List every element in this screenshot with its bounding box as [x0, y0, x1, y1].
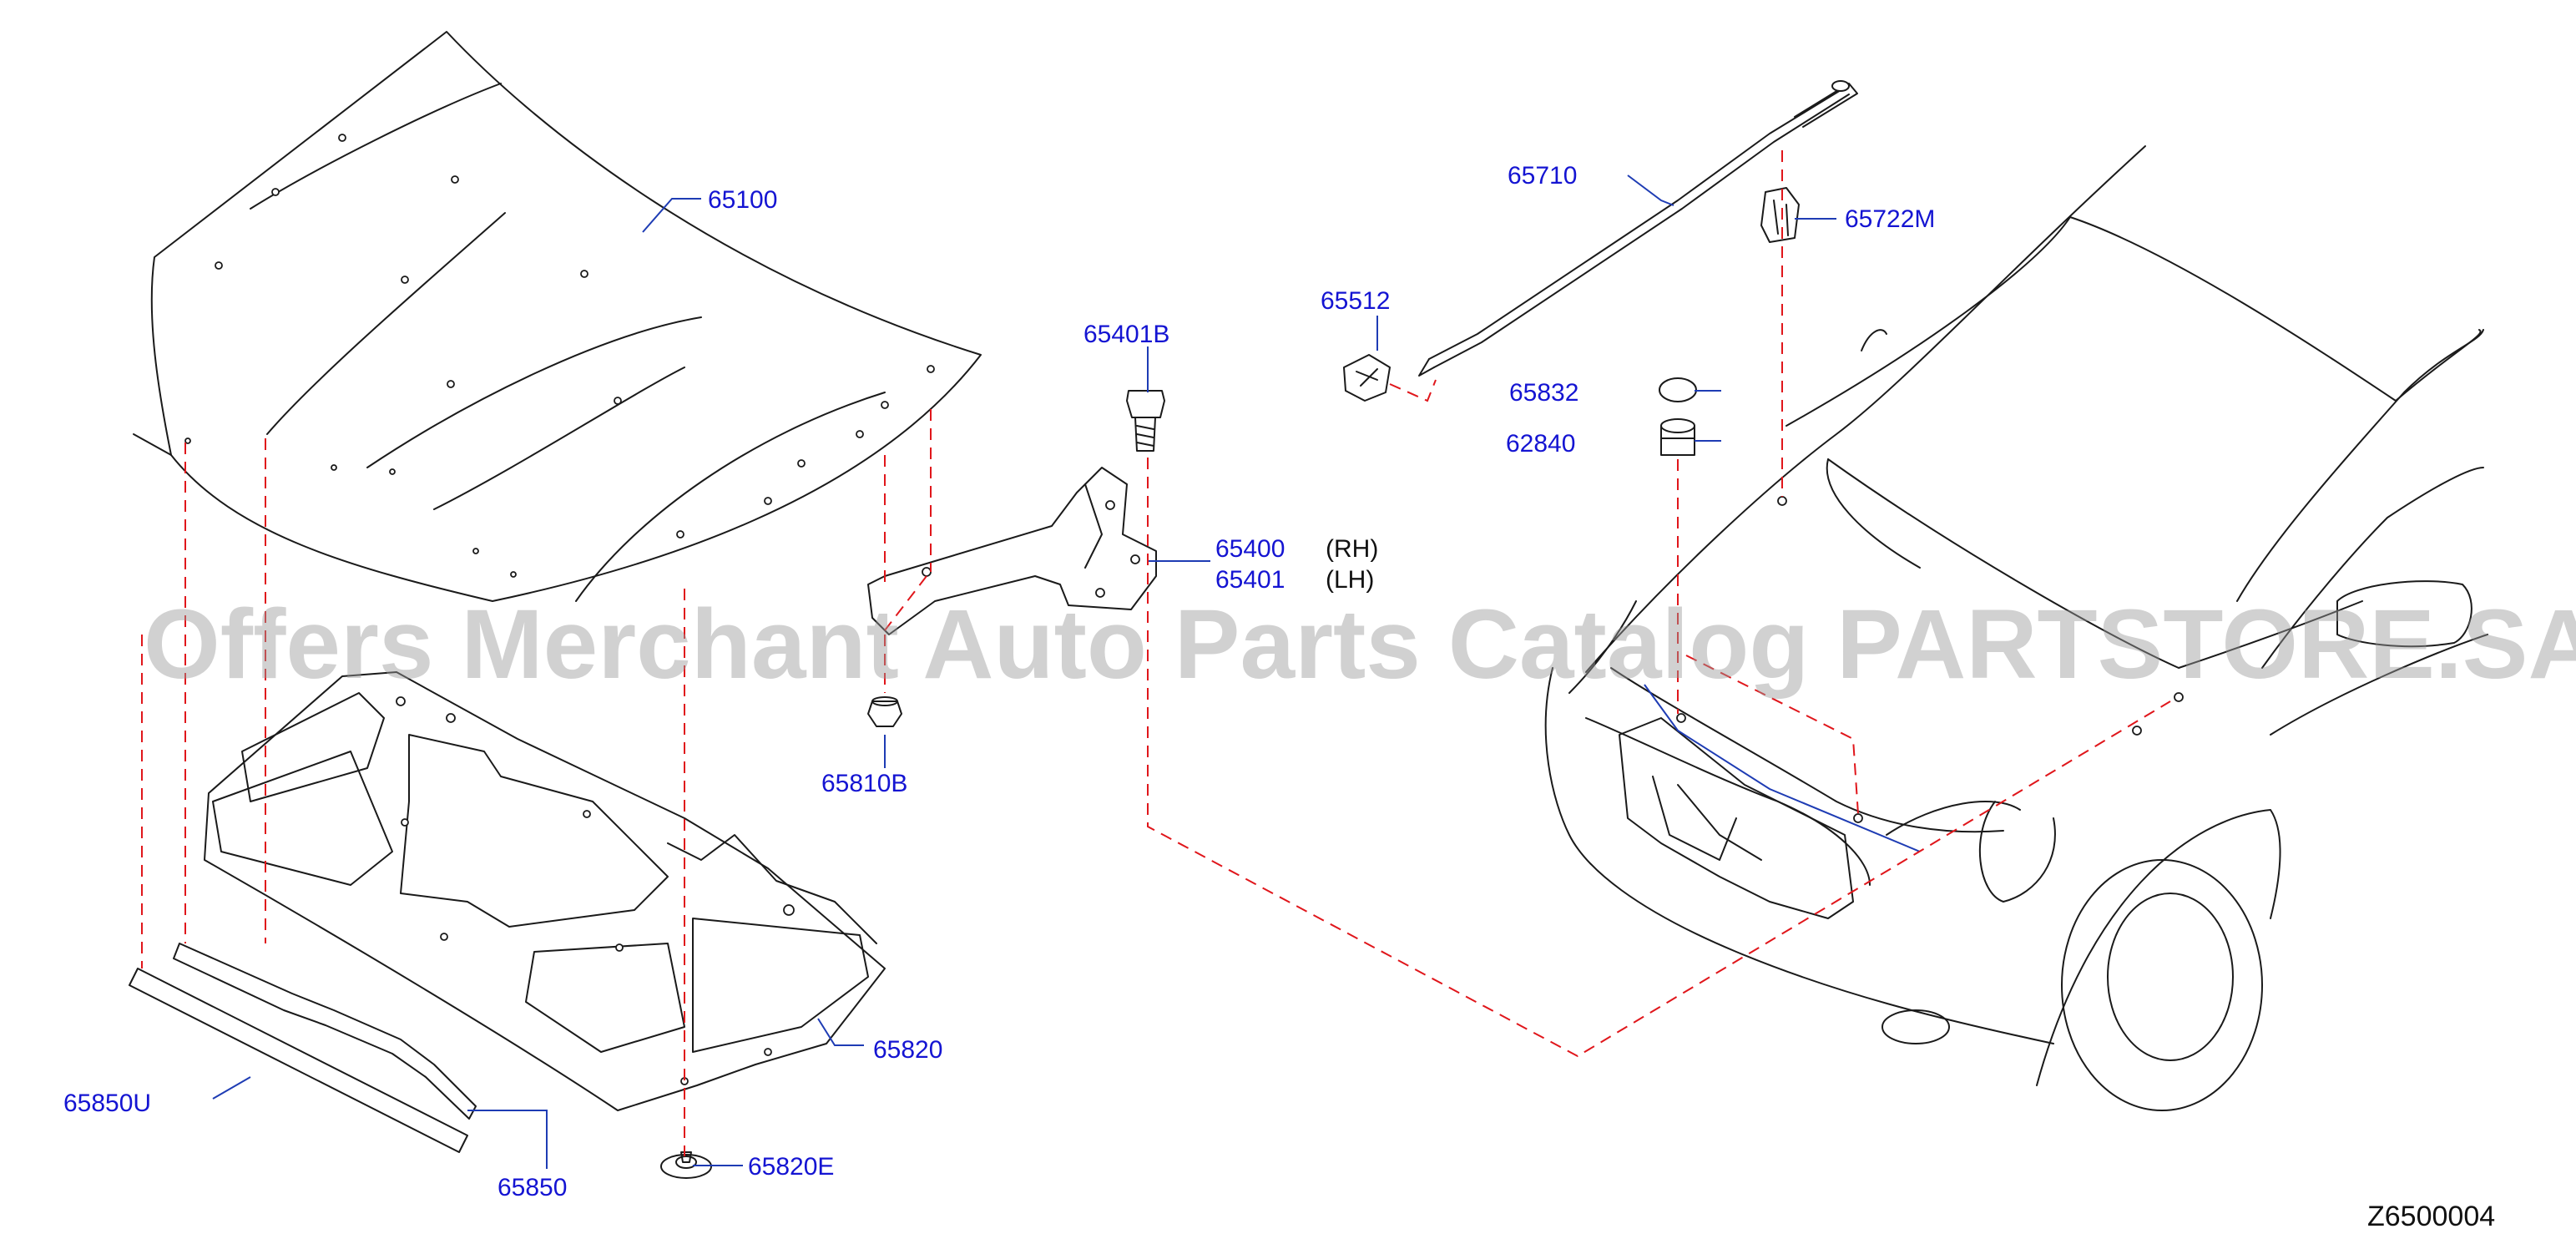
label-seal-clip[interactable]: 65850U [63, 1090, 151, 1117]
label-bumper-rubber[interactable]: 62840 [1506, 430, 1575, 458]
hinge-bolt[interactable] [1126, 390, 1165, 452]
assembly-dashed-lines [141, 150, 2171, 1156]
label-hinge-lh[interactable]: 65401 [1215, 566, 1285, 594]
label-side-rh: (RH) [1326, 535, 1378, 563]
label-support-rod[interactable]: 65710 [1508, 162, 1577, 190]
label-hinge-rh[interactable]: 65400 [1215, 535, 1285, 563]
label-side-lh: (LH) [1326, 566, 1374, 594]
hood-insulator[interactable] [204, 671, 886, 1111]
label-hinge-bolt[interactable]: 65401B [1083, 321, 1169, 348]
watermark: Offers Merchant Auto Parts Catalog PARTS… [144, 589, 2576, 700]
label-insulator-clip[interactable]: 65820E [748, 1153, 834, 1181]
leader-lines [212, 174, 1921, 1169]
hood-panel[interactable] [133, 31, 982, 602]
label-hinge-nut[interactable]: 65810B [821, 770, 907, 797]
label-rod-grommet[interactable]: 65512 [1321, 287, 1390, 315]
label-seal[interactable]: 65850 [498, 1174, 567, 1201]
label-insulator[interactable]: 65820 [873, 1036, 942, 1064]
hood-support-rod[interactable] [1418, 80, 1858, 377]
hood-bumper-rubber[interactable] [1660, 418, 1695, 456]
hood-hinge[interactable] [867, 467, 1157, 635]
insulator-clip[interactable] [660, 1151, 712, 1179]
label-hood[interactable]: 65100 [708, 186, 777, 214]
hood-seal-rubber[interactable] [129, 943, 477, 1153]
diagram-code: Z6500004 [2367, 1201, 2495, 1232]
label-rod-holder[interactable]: 65722M [1845, 205, 1935, 233]
rod-grommet[interactable] [1343, 354, 1391, 402]
label-plug[interactable]: 65832 [1509, 379, 1578, 407]
rod-holder-clip[interactable] [1760, 187, 1800, 243]
hole-plug[interactable] [1659, 377, 1697, 402]
hinge-nut[interactable] [867, 696, 902, 727]
vehicle-front-outline [1544, 145, 2488, 1111]
